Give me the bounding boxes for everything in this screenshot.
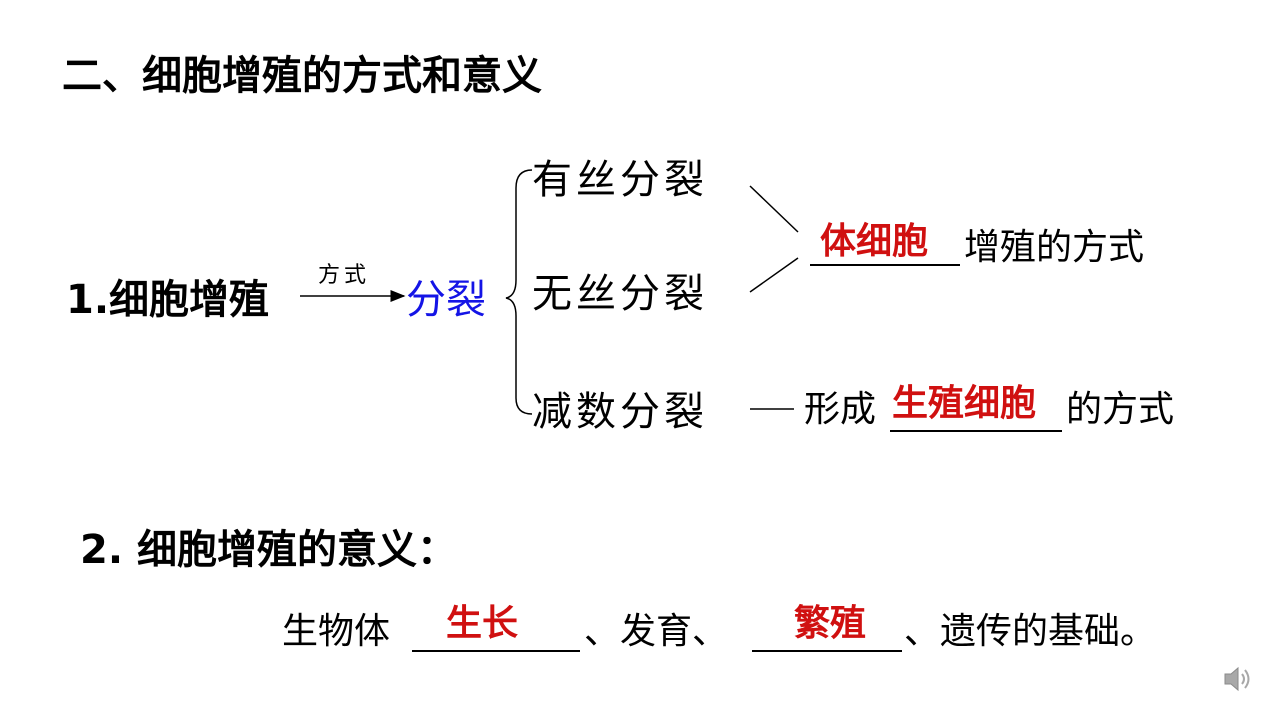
cell-proliferation-label: 1.细胞增殖 [66,277,270,323]
meiosis-label: 减数分裂 [532,389,708,435]
amitosis-connector [749,257,799,293]
reproduction-blank [752,650,902,652]
significance-suffix: 、遗传的基础。 [904,611,1157,652]
somatic-answer: 体细胞 [820,221,929,262]
mitosis-connector [749,185,799,233]
arrow-label: 方式 [318,263,371,288]
growth-blank [412,650,580,652]
significance-label: 2. 细胞增殖的意义： [80,527,457,573]
germ-answer: 生殖细胞 [892,383,1037,424]
somatic-blank [810,264,960,266]
amitosis-label: 无丝分裂 [532,271,708,317]
speaker-icon[interactable] [1222,664,1256,694]
germ-prefix: 形成 [804,389,877,430]
division-label: 分裂 [406,277,486,323]
slide-title: 二、细胞增殖的方式和意义 [62,53,542,99]
significance-prefix: 生物体 [282,611,391,652]
mitosis-label: 有丝分裂 [532,157,708,203]
answer-growth: 生长 [446,603,519,644]
answer-reproduction: 繁殖 [794,603,867,644]
significance-middle: 、发育、 [584,611,729,652]
germ-suffix: 的方式 [1066,389,1175,430]
germ-blank [890,430,1062,432]
division-brace [505,169,533,415]
somatic-suffix: 增殖的方式 [964,227,1145,268]
